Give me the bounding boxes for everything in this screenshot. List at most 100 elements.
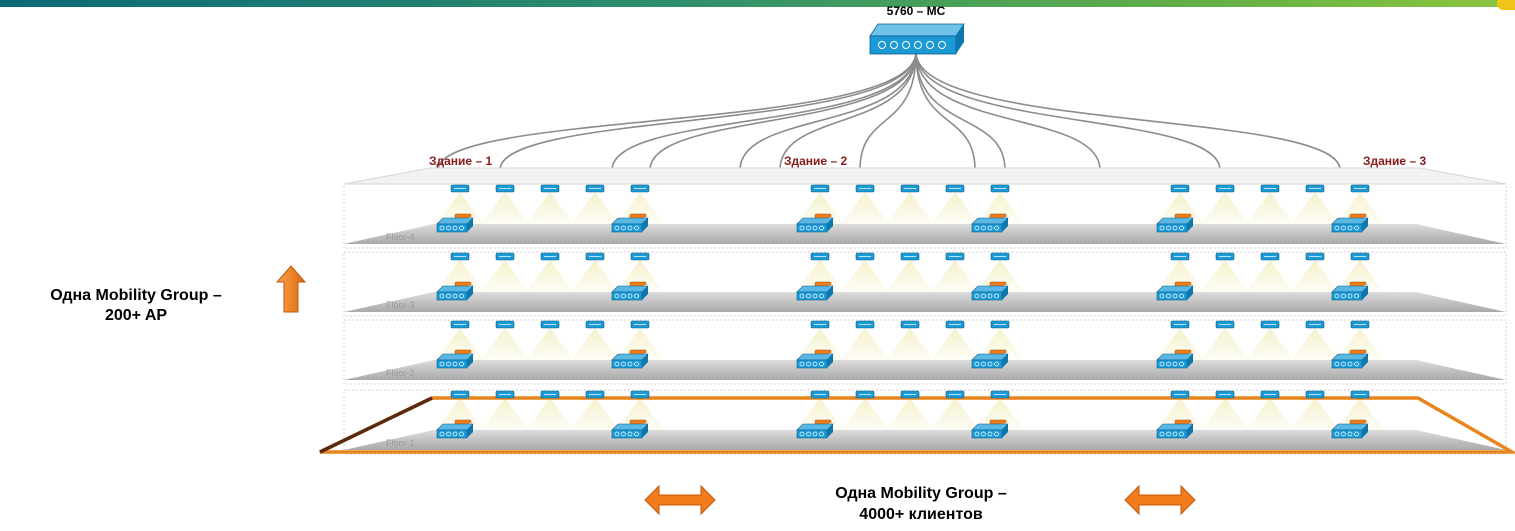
ap-coverage-cone: [886, 192, 934, 224]
ap-coverage-cone: [436, 328, 484, 360]
floor-slab: [344, 430, 1506, 450]
access-point-icon: [540, 390, 560, 399]
access-point-icon: [1350, 320, 1370, 329]
access-switch-icon: [1156, 353, 1194, 369]
ap-coverage-cone: [886, 328, 934, 360]
controller-switch-icon: [869, 23, 965, 55]
access-point-icon: [1215, 184, 1235, 193]
ap-coverage-cone: [931, 398, 979, 430]
ap-coverage-cone: [481, 398, 529, 430]
access-switch-icon: [971, 217, 1009, 233]
mobility-agent-label: MA: [469, 353, 480, 360]
controller-top: [869, 23, 965, 37]
access-point-icon: [990, 320, 1010, 329]
ap-coverage-cone: [1291, 328, 1339, 360]
floor-label: Floor-3: [386, 300, 415, 310]
access-point-icon: [1305, 390, 1325, 399]
access-switch-icon: [611, 217, 649, 233]
controller-port: [902, 41, 910, 49]
ap-coverage-cone: [976, 398, 1024, 430]
mobility-agent-label: MA: [1004, 423, 1015, 430]
floor-1-highlight-edge: [319, 396, 433, 454]
access-point-icon: [585, 184, 605, 193]
building-3-label: Здание – 3: [1363, 154, 1427, 168]
ap-coverage-cone: [481, 328, 529, 360]
ap-coverage-cone: [571, 260, 619, 292]
controller-port: [938, 41, 946, 49]
mobility-agent-label: MA: [1189, 217, 1200, 224]
access-point-icon: [990, 390, 1010, 399]
access-switch-icon: [1156, 217, 1194, 233]
mobility-group-ap-label: Одна Mobility Group – 200+ AP: [0, 286, 272, 326]
access-switch-icon: [796, 353, 834, 369]
access-point-icon: [945, 390, 965, 399]
uplink-cable: [499, 51, 917, 171]
mobility-agent-label: MA: [644, 217, 655, 224]
mobility-group-clients-label: Одна Mobility Group – 4000+ клиентов: [755, 483, 1087, 525]
access-point-icon: [1350, 184, 1370, 193]
access-point-icon: [495, 252, 515, 261]
floor-slab: [344, 292, 1506, 312]
mobility-agent-label: MA: [1189, 423, 1200, 430]
access-point-icon: [1215, 252, 1235, 261]
ap-coverage-cone: [1156, 328, 1204, 360]
access-switch-icon: [436, 353, 474, 369]
ap-coverage-cone: [526, 260, 574, 292]
ap-coverage-cone: [1291, 398, 1339, 430]
ap-coverage-cone: [796, 398, 844, 430]
access-point-icon: [945, 252, 965, 261]
access-switch-icon: [971, 285, 1009, 301]
ap-coverage-cone: [436, 260, 484, 292]
access-point-icon: [810, 252, 830, 261]
ap-coverage-cone: [526, 192, 574, 224]
access-point-icon: [1305, 252, 1325, 261]
ap-coverage-cone: [1291, 192, 1339, 224]
controller-port: [890, 41, 898, 49]
ap-coverage-cone: [1156, 260, 1204, 292]
access-switch-icon: [796, 217, 834, 233]
access-point-icon: [900, 390, 920, 399]
uplink-cable: [915, 51, 1341, 171]
access-point-icon: [1260, 184, 1280, 193]
ap-coverage-cone: [1201, 192, 1249, 224]
horizontal-double-arrow-icon: [1124, 484, 1196, 516]
mobility-agent-label: MA: [1004, 353, 1015, 360]
ap-coverage-cone: [571, 328, 619, 360]
access-point-icon: [945, 184, 965, 193]
access-point-icon: [1305, 184, 1325, 193]
ap-coverage-cone: [841, 398, 889, 430]
access-switch-icon: [1331, 217, 1369, 233]
access-point-icon: [900, 252, 920, 261]
ap-coverage-cone: [1336, 328, 1384, 360]
ap-coverage-cone: [931, 260, 979, 292]
ap-coverage-cone: [796, 192, 844, 224]
access-switch-icon: [1331, 353, 1369, 369]
access-switch-icon: [436, 423, 474, 439]
access-switch-icon: [971, 423, 1009, 439]
controller-port: [878, 41, 886, 49]
uplink-cable: [611, 51, 917, 171]
access-switch-icon: [1156, 285, 1194, 301]
ap-coverage-cone: [1201, 260, 1249, 292]
ap-coverage-cone: [796, 328, 844, 360]
access-point-icon: [495, 320, 515, 329]
access-point-icon: [855, 252, 875, 261]
uplink-cable: [859, 51, 917, 171]
access-point-icon: [630, 320, 650, 329]
access-switch-icon: [1156, 423, 1194, 439]
mobility-agent-label: MA: [469, 217, 480, 224]
controller-label: 5760 – MC: [886, 4, 946, 18]
access-point-icon: [1170, 390, 1190, 399]
uplink-cable: [915, 51, 976, 171]
access-switch-icon: [611, 423, 649, 439]
access-point-icon: [810, 320, 830, 329]
uplink-cable: [437, 51, 917, 171]
access-point-icon: [495, 184, 515, 193]
ap-coverage-cone: [1336, 192, 1384, 224]
controller-port: [914, 41, 922, 49]
access-point-icon: [990, 184, 1010, 193]
uplink-cable: [915, 51, 1101, 171]
access-point-icon: [855, 320, 875, 329]
ap-coverage-cone: [1291, 260, 1339, 292]
